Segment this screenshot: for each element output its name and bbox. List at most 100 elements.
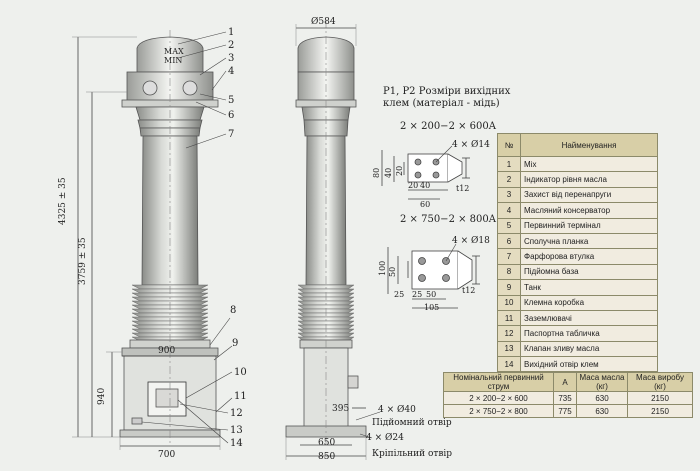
weights-cell: 775 [553,404,577,418]
weights-header-a: A [553,372,577,392]
dim-foot-width: 700 [158,450,176,460]
spec2-d50v: 50 [388,266,397,277]
spec2-d25v: 25 [394,290,405,299]
part-number: 1 [497,155,521,173]
terminals-title-line2: клем (матеріал - мідь) [383,98,500,109]
part-name: Індикатор рівня масла [520,171,658,188]
spec1-d40h: 40 [420,181,431,190]
weights-header-oil-mass: Маса масла (кг) [576,372,628,392]
part-number: 5 [497,217,521,234]
spec2-d105: 105 [424,303,440,312]
part-name: Фарфорова втулка [520,248,658,265]
weights-cell: 2 × 200−2 × 600 [443,391,554,405]
dim-height-2: 3759 ± 35 [78,237,88,285]
part-number: 6 [497,232,521,250]
spec2-thickness: t12 [462,286,476,295]
part-name: Первинний термінал [520,217,658,234]
spec2-holes: 4 × Ø18 [452,236,490,246]
part-number: 8 [497,263,521,281]
callout-6: 6 [228,110,235,121]
part-name: Клапан зливу масла [520,340,658,358]
weights-header-current: Номінальний первинний струм [443,372,554,392]
callout-12: 12 [230,408,243,419]
callout-1: 1 [228,27,235,38]
parts-header-name: Найменування [520,133,658,157]
spec2-d50h: 50 [426,290,437,299]
callout-4: 4 [228,66,235,77]
dim-850: 850 [318,452,336,462]
callout-2: 2 [228,40,235,51]
mount-holes-count: 4 × Ø24 [366,433,404,443]
part-name: Масляний консерватор [520,202,658,219]
part-number: 12 [497,325,521,342]
spec1-d80: 80 [372,167,381,178]
dim-650: 650 [318,438,336,448]
part-number: 2 [497,171,521,188]
part-number: 11 [497,309,521,327]
part-name: Захист від перенапруги [520,186,658,204]
callout-5: 5 [228,95,235,106]
spec1-d60: 60 [420,200,431,209]
weights-cell: 630 [576,404,628,418]
lift-holes-label: Підйомний отвір [372,418,452,428]
part-name: Підйомна база [520,263,658,281]
spec1-d20h: 20 [408,181,419,190]
callout-7: 7 [228,129,235,140]
dim-base-width: 900 [158,346,176,356]
callout-9: 9 [232,338,239,349]
mount-holes-label: Кріпільний отвір [372,449,453,459]
spec1-holes: 4 × Ø14 [452,140,490,150]
callout-10: 10 [234,367,247,378]
callout-11: 11 [234,391,247,402]
part-number: 13 [497,340,521,358]
callout-13: 13 [230,425,243,436]
spec2-d100: 100 [378,260,387,276]
weights-table: Номінальний первинний струм A Маса масла… [443,372,693,418]
terminal-plate-2 [387,243,480,309]
dim-top-diameter: Ø584 [311,17,336,27]
gauge-min-label: MIN [164,56,183,65]
spec2-title: 2 × 750−2 × 800A [400,214,496,225]
part-name: Танк [520,279,658,296]
callout-8: 8 [230,305,237,316]
part-number: 14 [497,356,521,373]
lift-holes-count: 4 × Ø40 [378,405,416,415]
weights-cell: 2150 [627,391,693,405]
left-view [72,30,233,450]
spec1-title: 2 × 200−2 × 600A [400,121,496,132]
part-name: Паспортна табличка [520,325,658,342]
part-name: Вихідний отвір клем [520,356,658,373]
weights-cell: 735 [553,391,577,405]
spec1-thickness: t12 [456,184,470,193]
part-name: Сполучна планка [520,232,658,250]
callout-3: 3 [228,53,235,64]
callout-14: 14 [230,438,243,449]
right-view [285,20,381,460]
weights-cell: 2150 [627,404,693,418]
part-name: Клемна коробка [520,294,658,311]
dim-base-height: 940 [97,387,107,405]
part-name: Заземлювачі [520,309,658,327]
part-number: 7 [497,248,521,265]
spec1-d40v: 40 [384,167,393,178]
dim-total-height: 4325 ± 35 [58,177,68,225]
part-name: Міх [520,155,658,173]
spec2-d25h: 25 [412,290,423,299]
part-number: 3 [497,186,521,204]
part-number: 10 [497,294,521,311]
gauge-max-label: MAX [164,47,184,56]
